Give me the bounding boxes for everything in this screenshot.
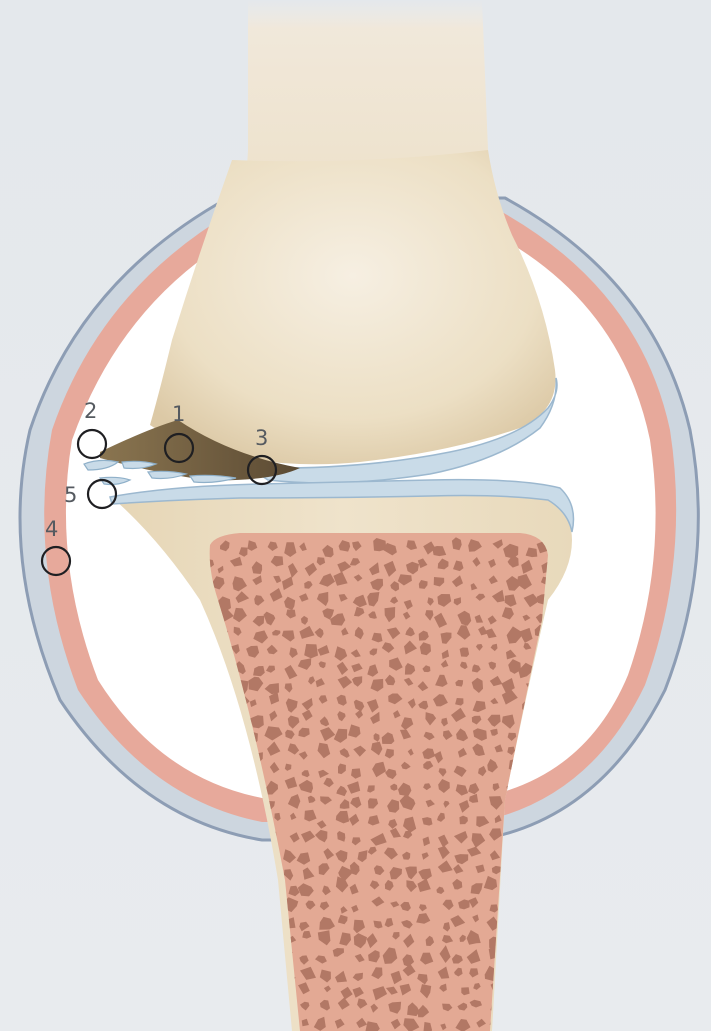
marker-3-label: 3 bbox=[255, 426, 268, 450]
trabecula-cell bbox=[460, 648, 470, 657]
marker-2-label: 2 bbox=[84, 399, 97, 423]
marker-4-label: 4 bbox=[45, 517, 58, 541]
marker-5-label: 5 bbox=[64, 483, 77, 507]
marker-1-label: 1 bbox=[172, 402, 185, 426]
